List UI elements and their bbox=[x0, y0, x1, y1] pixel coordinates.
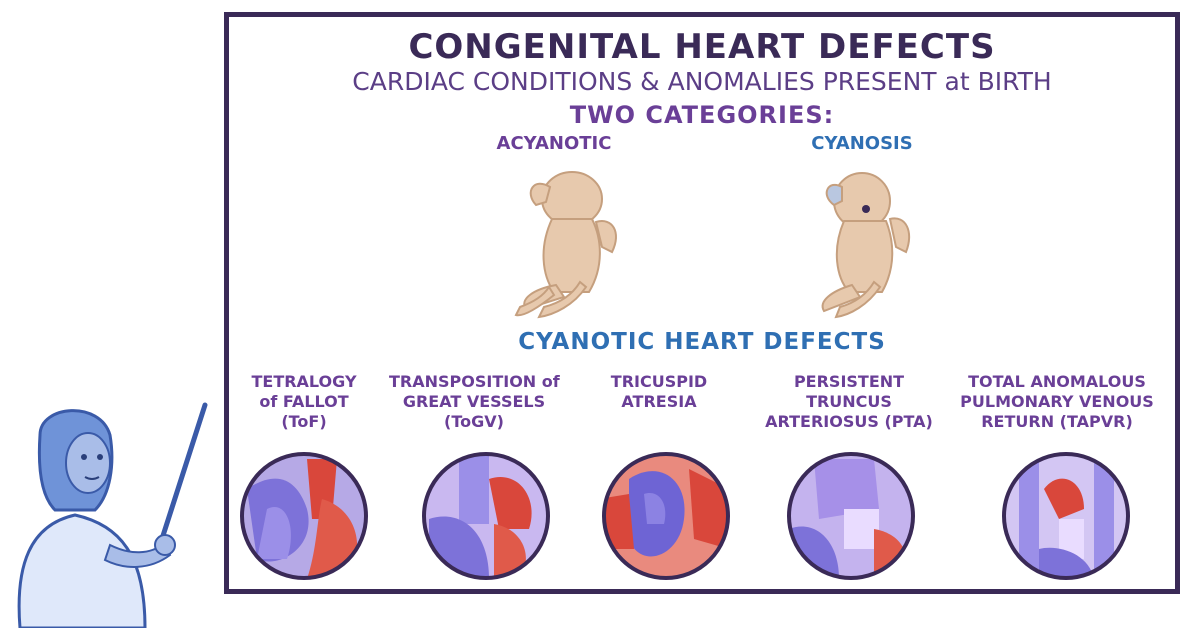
page-subtitle: CARDIAC CONDITIONS & ANOMALIES PRESENT a… bbox=[352, 67, 1052, 96]
category-acyanotic-label: ACYANOTIC bbox=[496, 133, 612, 154]
category-cyanosis-label: CYANOSIS bbox=[811, 133, 913, 154]
heart-diagram-tricuspid bbox=[602, 452, 730, 580]
acyanotic-baby-illustration bbox=[514, 171, 617, 319]
page-title: CONGENITAL HEART DEFECTS bbox=[408, 27, 996, 67]
categories-heading: TWO CATEGORIES: bbox=[569, 101, 835, 129]
heart-diagram-tof bbox=[240, 452, 368, 580]
defect-label-pta: PERSISTENT TRUNCUS ARTERIOSUS (PTA) bbox=[765, 372, 933, 431]
slide-board: CONGENITAL HEART DEFECTS CARDIAC CONDITI… bbox=[224, 12, 1180, 594]
heart-diagram-tapvr bbox=[1002, 452, 1130, 580]
presenter-illustration bbox=[17, 402, 208, 628]
cyanosis-baby-illustration bbox=[821, 172, 911, 319]
heart-diagram-pta bbox=[787, 452, 915, 580]
section-title: CYANOTIC HEART DEFECTS bbox=[518, 329, 886, 355]
heart-diagram-togv bbox=[422, 452, 550, 580]
defect-label-tapvr: TOTAL ANOMALOUS PULMONARY VENOUS RETURN … bbox=[960, 372, 1154, 431]
defect-label-tof: TETRALOGY of FALLOT (ToF) bbox=[251, 372, 357, 431]
defect-label-tricuspid: TRICUSPID ATRESIA bbox=[610, 372, 708, 411]
defect-label-togv: TRANSPOSITION of GREAT VESSELS (ToGV) bbox=[389, 372, 560, 431]
